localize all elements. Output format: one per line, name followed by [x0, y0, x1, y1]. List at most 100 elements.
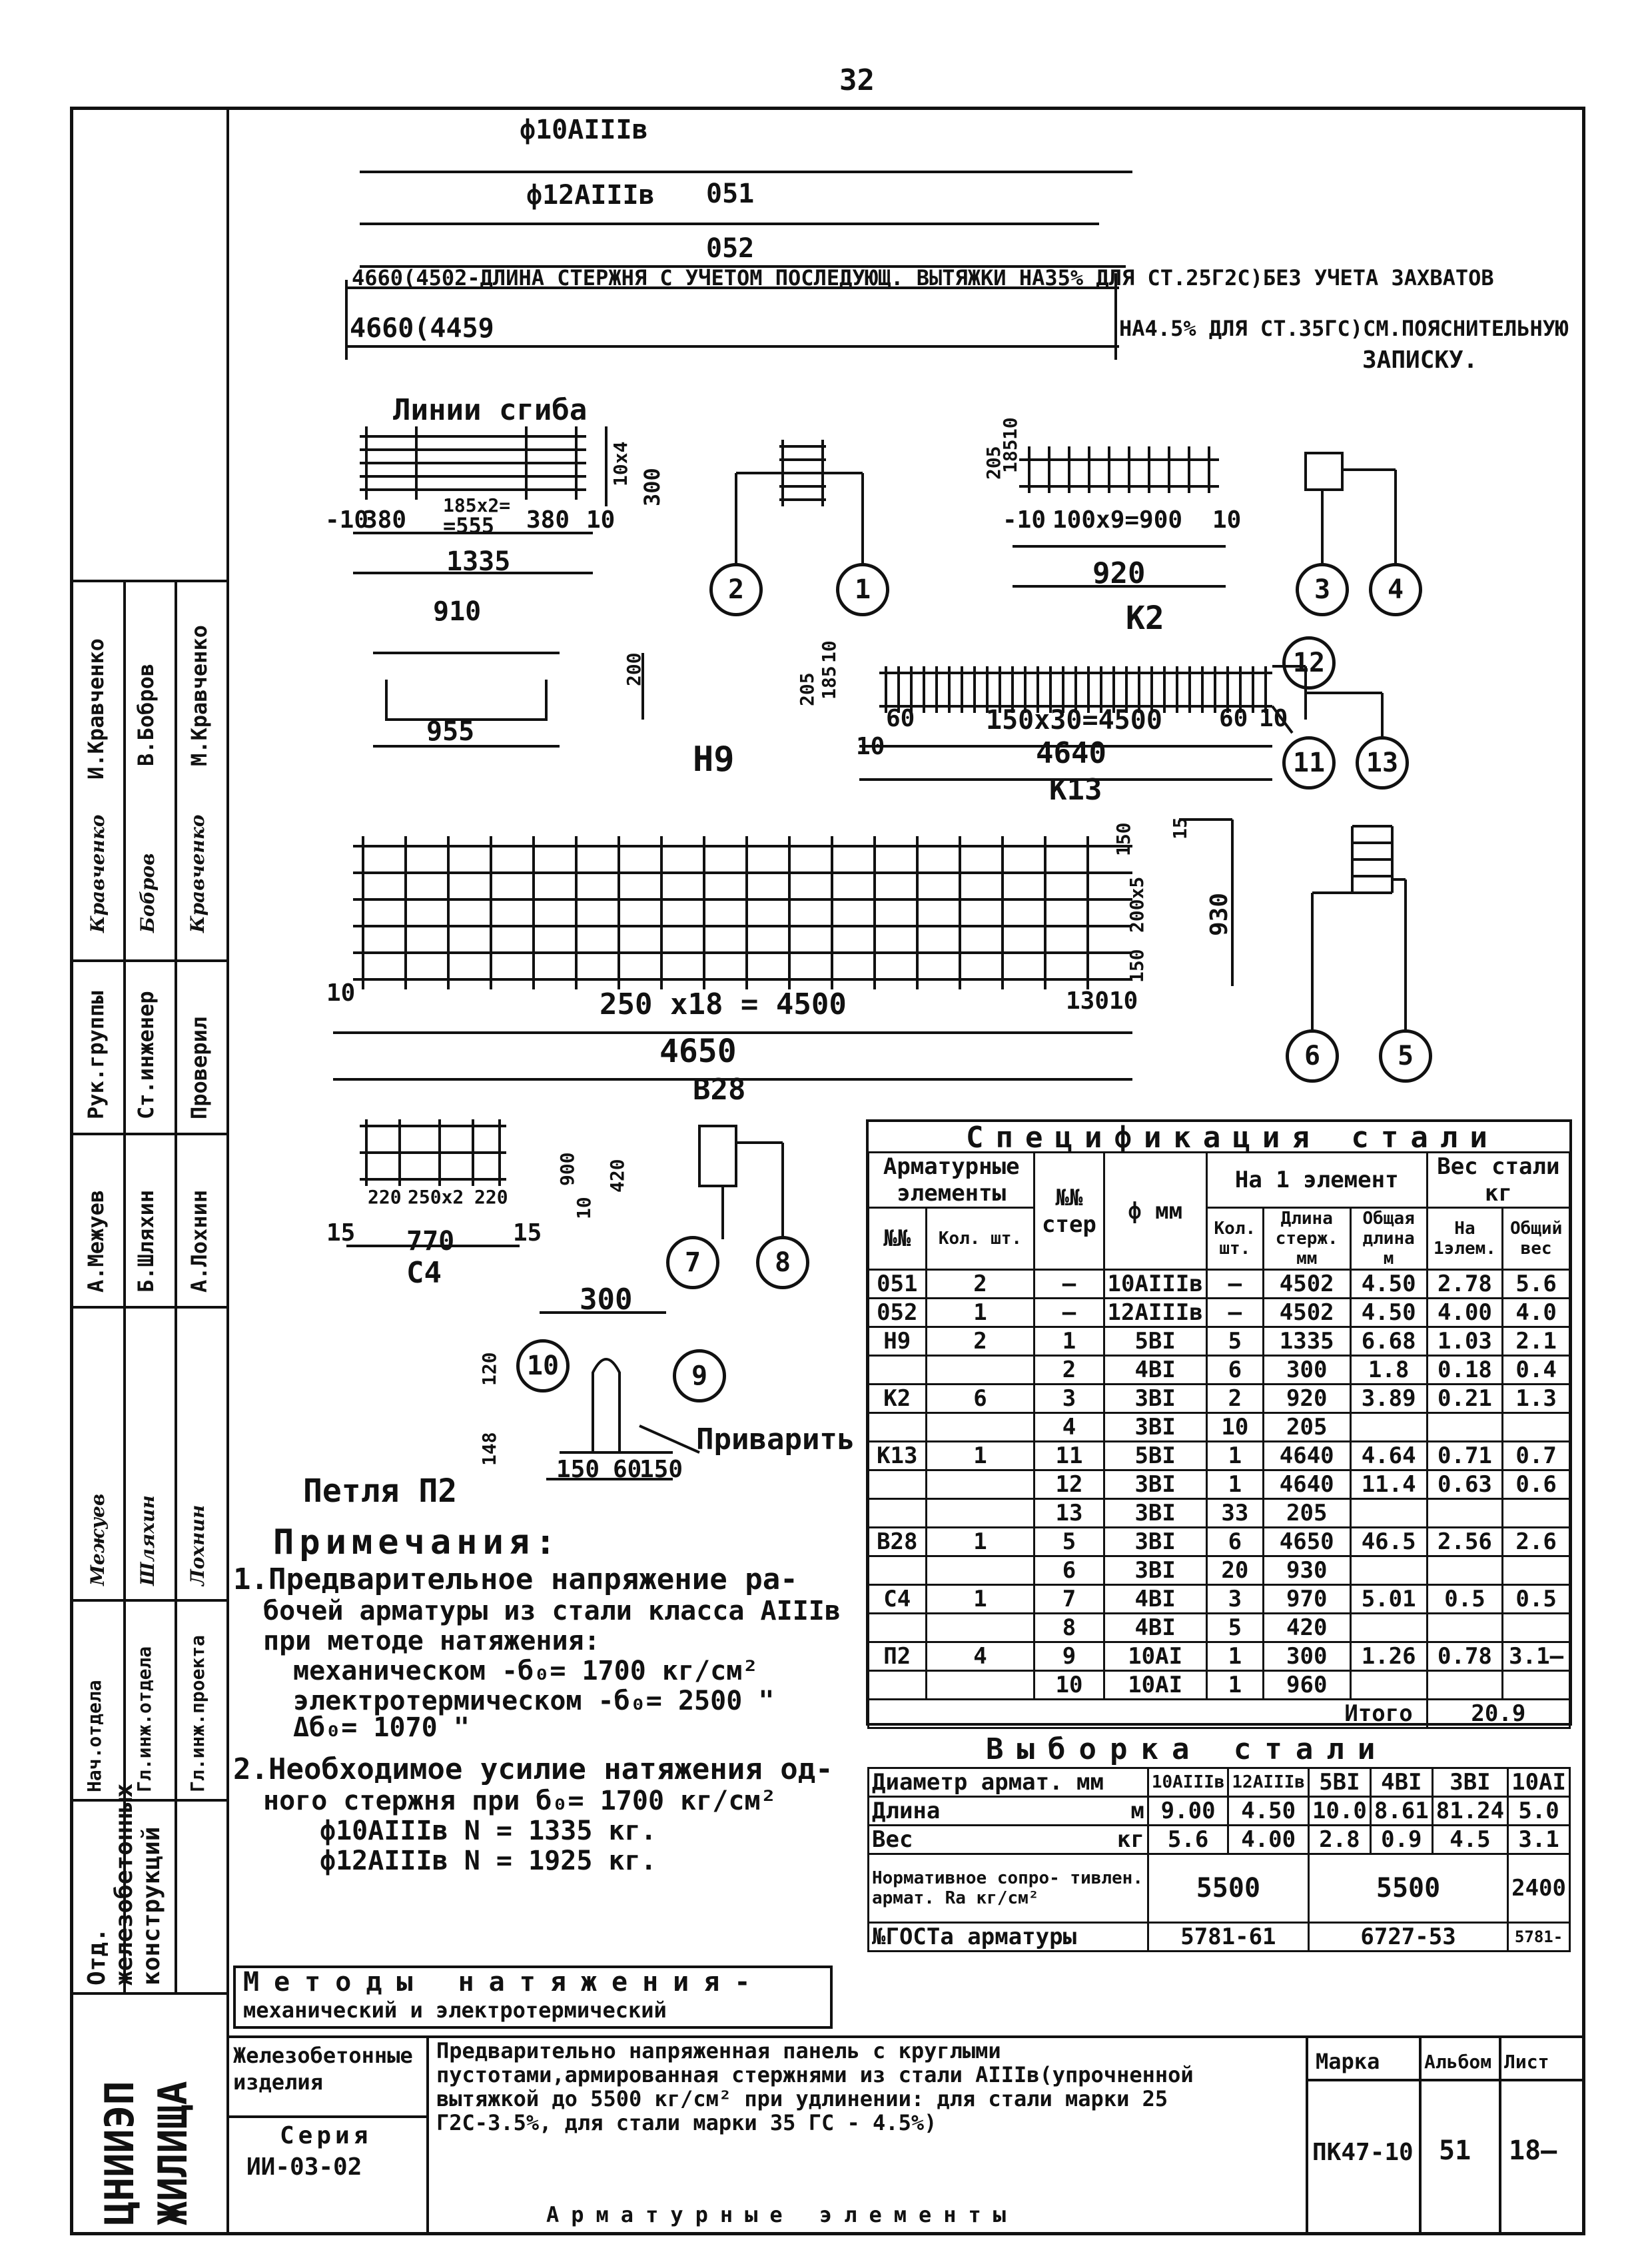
dimension: 250 x18 = 4500 — [600, 987, 847, 1021]
spec-cell: 0.63 — [1426, 1469, 1504, 1500]
element-label: В28 — [693, 1073, 746, 1107]
spec-cell: 13 — [1033, 1498, 1105, 1528]
position-marker: 1 — [836, 563, 889, 616]
bar-mark-label: 052 — [706, 233, 755, 264]
title-block-divider — [426, 2035, 429, 2235]
sample-cell: 81.24 — [1431, 1796, 1509, 1826]
spec-cell: 3 — [1033, 1383, 1105, 1414]
dimension: 100x9=900 — [1052, 506, 1183, 534]
stamp-divider — [123, 580, 126, 1992]
spec-cell: 1 — [925, 1584, 1036, 1614]
spec-cell: 3.89 — [1349, 1383, 1428, 1414]
stamp-role: Проверил — [187, 1016, 212, 1119]
sample-unit: кг — [1116, 1826, 1144, 1853]
dimension: 955 — [426, 716, 475, 747]
spec-cell — [867, 1355, 927, 1385]
spec-cell: 2.6 — [1501, 1526, 1571, 1557]
dimension: 185x2= — [443, 494, 511, 516]
stamp-role: Рук.группы — [83, 991, 109, 1119]
loop-label: Петля П2 — [303, 1472, 458, 1510]
spec-cell: П2 — [867, 1641, 927, 1672]
sheet-label: Лист — [1504, 2051, 1549, 2073]
title-block-divider — [1306, 2035, 1308, 2235]
sheet-description: Предварительно напряженная панель с круг… — [436, 2038, 1194, 2135]
spec-cell: 0.5 — [1426, 1584, 1504, 1614]
dimension: 10 — [1259, 705, 1288, 732]
stamp-divider — [70, 1799, 226, 1802]
spec-table: Арматурные элементы №№ стер ф мм На 1 эл… — [867, 1151, 1571, 1729]
spec-cell: 960 — [1262, 1670, 1352, 1700]
sample-row-label: Длина м — [867, 1796, 1149, 1826]
spec-header: На 1элем. — [1426, 1207, 1504, 1271]
bend-lines-label: Линии сгиба — [393, 393, 588, 427]
sample-cell: 5500 — [1307, 1853, 1509, 1924]
dimension: 205 — [796, 672, 818, 706]
spec-cell: 0.5 — [1501, 1584, 1571, 1614]
dimension: 148 — [478, 1432, 500, 1466]
dimension: -10 — [1003, 506, 1046, 534]
dimension: 380 — [363, 506, 407, 534]
sample-cell: 8.61 — [1369, 1796, 1434, 1826]
sample-cell: 5.6 — [1146, 1824, 1230, 1855]
dimension: 10 — [856, 733, 885, 760]
page-number: 32 — [839, 63, 875, 97]
spec-cell: 4.50 — [1349, 1297, 1428, 1328]
stamp-name: М.Кравченко — [187, 625, 212, 766]
element-label: Н9 — [693, 740, 735, 780]
dimension: 250x2 — [408, 1186, 464, 1208]
mark-value: ПК47-10 — [1312, 2139, 1414, 2166]
sample-cell: 4.50 — [1227, 1796, 1310, 1826]
sample-row-label: Вес кг — [867, 1824, 1149, 1855]
spec-cell: 0.78 — [1426, 1641, 1504, 1672]
spec-cell — [867, 1612, 927, 1643]
sample-cell: 5781-61 — [1146, 1922, 1310, 1952]
spec-cell: 4 — [925, 1641, 1036, 1672]
note-line: Δб₀= 1070 " — [293, 1712, 470, 1743]
sample-table: Диаметр армат. мм 10АIIIв 12АIIIв 5ВI 4В… — [867, 1767, 1571, 1952]
stamp-divider — [175, 580, 177, 1992]
spec-header: Вес стали кг — [1426, 1151, 1571, 1209]
spec-cell: К2 — [867, 1383, 927, 1414]
signature: Лохнин — [187, 1504, 208, 1586]
spec-cell: 051 — [867, 1269, 927, 1299]
dimension: 4650 — [659, 1033, 737, 1070]
spec-header: Общая длина м — [1349, 1207, 1428, 1271]
spec-cell: 33 — [1205, 1498, 1264, 1528]
spec-cell: 4ВI — [1102, 1355, 1208, 1385]
spec-header: Кол. шт. — [1205, 1207, 1264, 1271]
spec-cell: 5 — [1033, 1526, 1105, 1557]
element-label: С4 — [406, 1256, 442, 1290]
dimension: 15 — [326, 1219, 356, 1247]
spec-cell: 0.21 — [1426, 1383, 1504, 1414]
dimension: 10x4 — [610, 441, 631, 486]
spec-cell: 970 — [1262, 1584, 1352, 1614]
dimension: 130 — [1066, 987, 1110, 1015]
spec-cell: 1 — [925, 1526, 1036, 1557]
spec-header: Кол. шт. — [925, 1207, 1036, 1271]
sample-cell: 5.0 — [1507, 1796, 1571, 1826]
title-block-divider — [1419, 2035, 1422, 2235]
spec-header: На 1 элемент — [1205, 1151, 1428, 1209]
spec-cell: 10 — [1033, 1670, 1105, 1700]
spec-header: №№ — [867, 1207, 927, 1271]
spec-cell: 1 — [925, 1440, 1036, 1471]
sample-row-name: Нормативное сопро- тивлен. армат. Rа кг/… — [867, 1853, 1149, 1924]
spec-cell: 0.6 — [1501, 1469, 1571, 1500]
stamp-divider — [70, 580, 226, 582]
stamp-name: В.Бобров — [133, 663, 159, 766]
position-marker: 11 — [1282, 736, 1336, 790]
sample-row-name: Вес — [872, 1826, 913, 1853]
spec-cell — [925, 1670, 1036, 1700]
dimension: 120 — [478, 1352, 500, 1386]
dimension: 10 — [326, 979, 356, 1007]
dimension: 380 — [526, 506, 570, 534]
spec-cell — [867, 1469, 927, 1500]
stamp-name: А.Лохнин — [187, 1189, 212, 1293]
stamp-department: Отд. железобетонных конструкций — [83, 1783, 165, 1985]
dimension: 220 — [474, 1186, 508, 1208]
spec-cell: 10 — [1205, 1412, 1264, 1442]
